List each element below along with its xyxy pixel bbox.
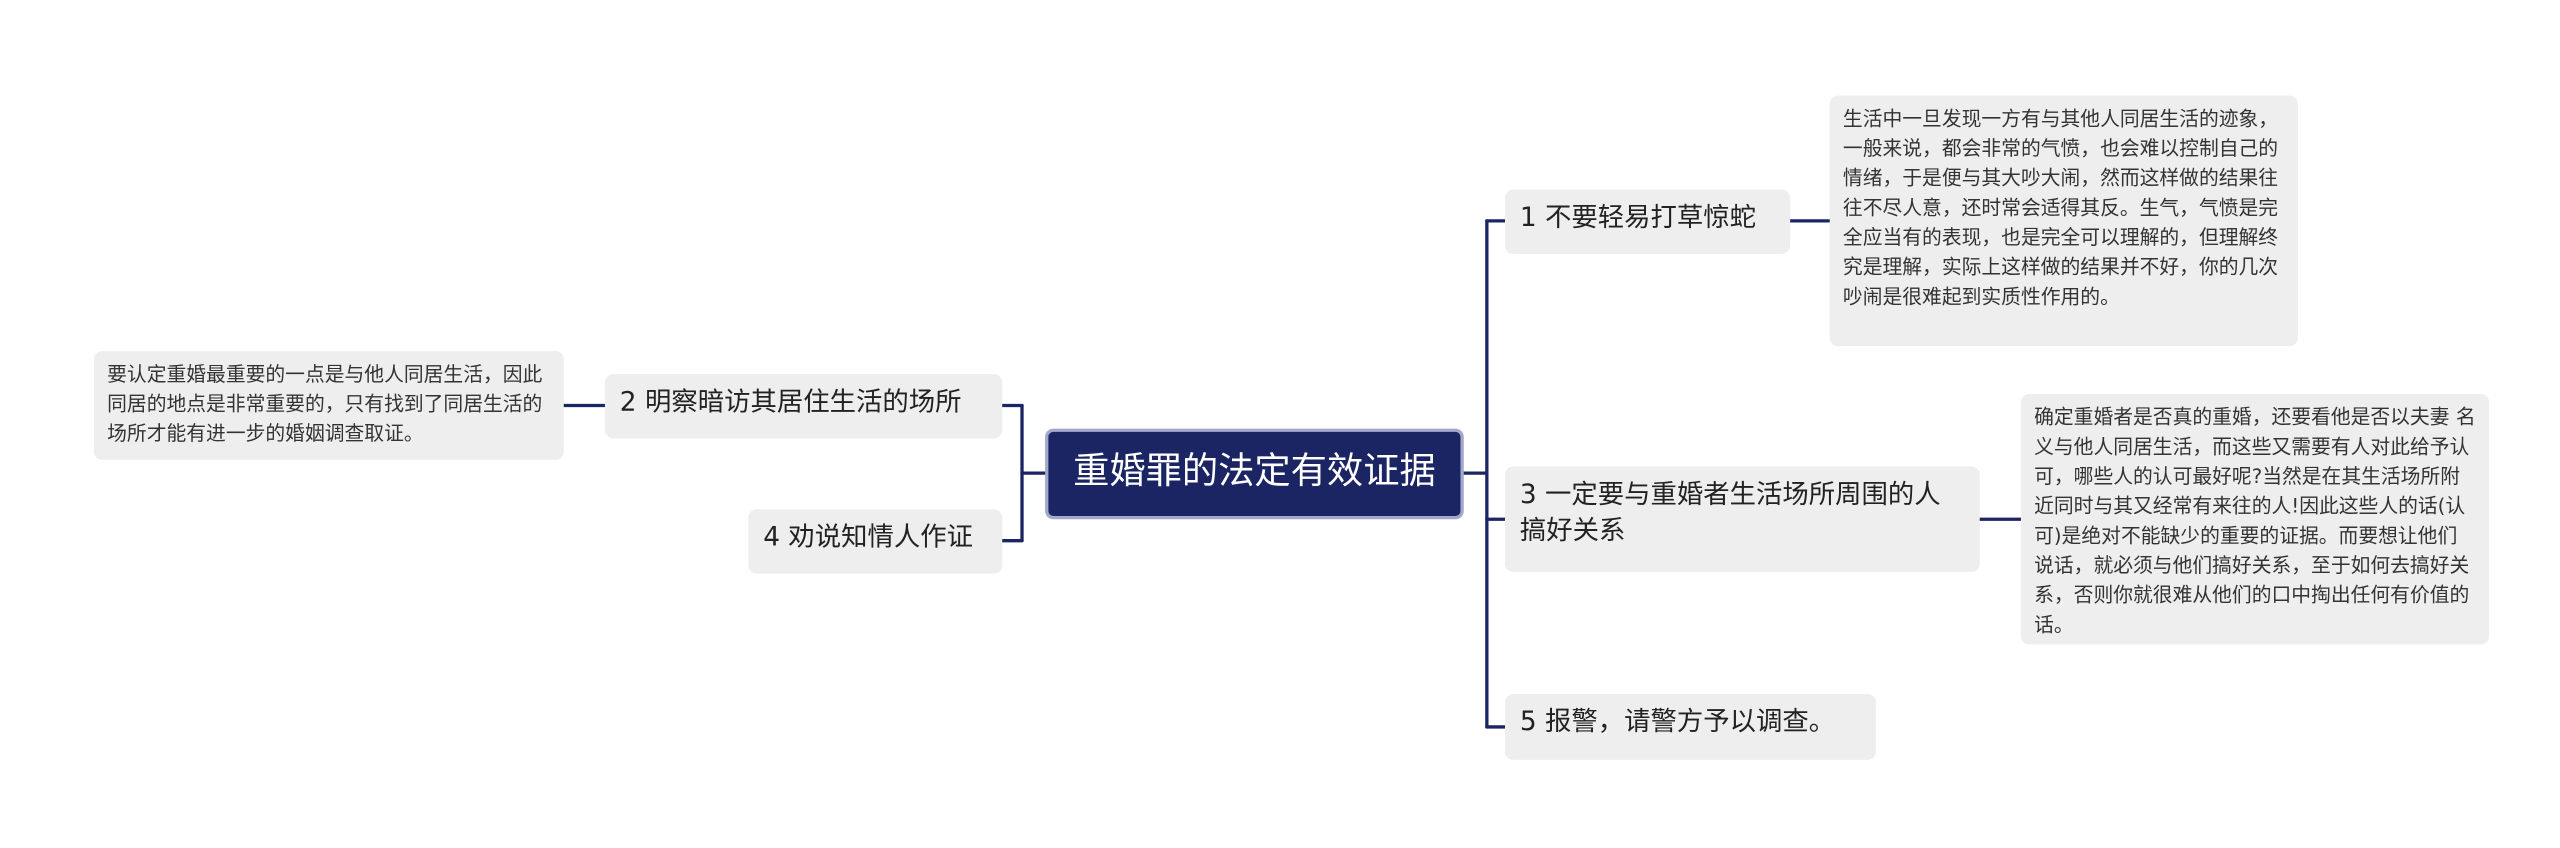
branch-3-good-relations[interactable]: 3 一定要与重婚者生活场所周围的人搞好关系 [1504,466,1980,572]
branch-1-detail[interactable]: 生活中一旦发现一方有与其他人同居生活的迹象，一般来说，都会非常的气愤，也会难以控… [1829,95,2298,347]
branch-2-detail[interactable]: 要认定重婚最重要的一点是与他人同居生活，因此同居的地点是非常重要的，只有找到了同… [93,351,564,460]
branch-5-call-police[interactable]: 5 报警，请警方予以调查。 [1504,693,1876,760]
branch-1-not-alarm[interactable]: 1 不要轻易打草惊蛇 [1504,189,1791,254]
root-topic[interactable]: 重婚罪的法定有效证据 [1045,428,1464,520]
branch-3-detail[interactable]: 确定重婚者是否真的重婚，还要看他是否以夫妻 名义与他人同居生活，而这些又需要有人… [2020,393,2490,645]
branch-4-persuade-witness[interactable]: 4 劝说知情人作证 [748,509,1003,574]
branch-2-investigate-residence[interactable]: 2 明察暗访其居住生活的场所 [604,374,1003,439]
